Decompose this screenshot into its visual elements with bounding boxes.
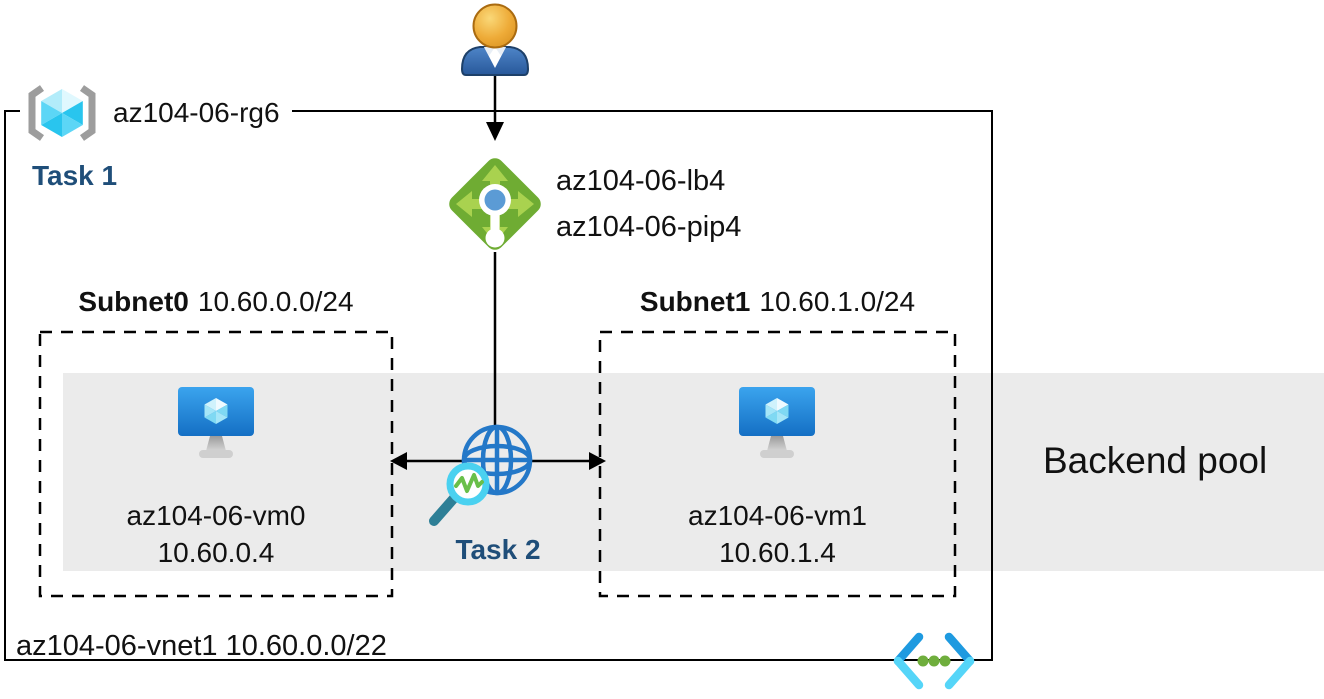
subnet0-label: Subnet0 10.60.0.0/24 [40,286,392,318]
public-ip-name: az104-06-pip4 [556,211,742,243]
virtual-network-icon [893,632,975,690]
vm1-label: az104-06-vm1 10.60.1.4 [600,497,955,571]
load-balancer-labels: az104-06-lb4 az104-06-pip4 [556,158,741,250]
vm1-name: az104-06-vm1 [688,500,867,531]
backend-pool-label: Backend pool [1043,440,1268,481]
subnet1-name: Subnet1 [639,286,751,317]
load-balancer-icon [449,158,541,250]
vm1-ip: 10.60.1.4 [719,537,836,568]
vm0-ip: 10.60.0.4 [157,537,275,568]
task2-label: Task 2 [455,534,541,565]
vnet-label: az104-06-vnet1 10.60.0.0/22 [16,630,387,662]
resource-group-name: az104-06-rg6 [113,97,280,128]
subnet1-label: Subnet1 10.60.1.0/24 [600,286,955,318]
resource-group-header: az104-06-rg6 [20,84,292,142]
virtual-machine-icon [739,387,815,458]
resource-group-box [4,110,993,661]
subnet0-name: Subnet0 [78,286,189,317]
vm0-name: az104-06-vm0 [126,500,306,531]
task1-label: Task 1 [32,160,118,191]
user-icon [460,3,530,76]
load-balancer-name: az104-06-lb4 [556,165,726,197]
network-watcher-globe-magnifier-icon [429,424,533,526]
subnet1-cidr: 10.60.1.0/24 [759,286,916,317]
vm0-label: az104-06-vm0 10.60.0.4 [40,497,392,571]
subnet0-cidr: 10.60.0.0/24 [197,286,354,317]
virtual-machine-icon [178,387,254,458]
resource-group-icon [28,85,96,141]
